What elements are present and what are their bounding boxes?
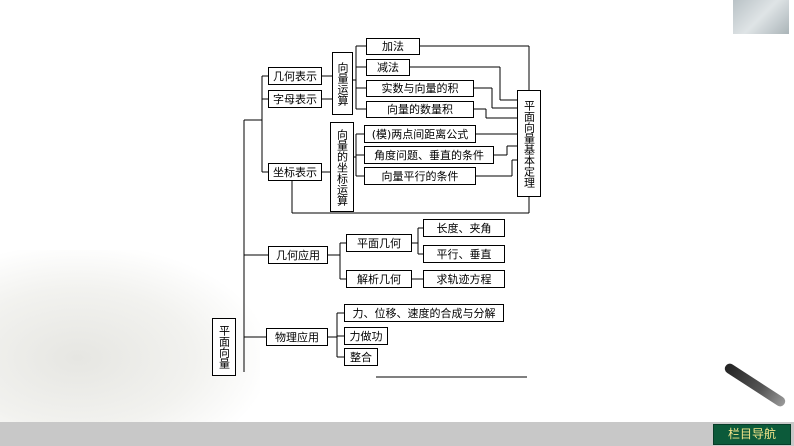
ag-item: 求轨迹方程 [423,270,505,288]
vector-ops-node: 向量运算 [332,52,353,115]
physics-item: 整合 [344,348,378,366]
footer-bar [0,422,794,446]
op-item: 向量的数量积 [366,101,474,118]
plane-geometry-node: 平面几何 [346,234,412,252]
letter-rep-node: 字母表示 [268,90,322,108]
pg-item: 长度、夹角 [423,219,505,237]
corner-thumbnail [733,0,789,34]
pg-item: 平行、垂直 [423,245,505,263]
physics-item: 力做功 [344,327,388,345]
theorem-node: 平面向量基本定理 [517,90,541,197]
geometry-app-node: 几何应用 [268,246,328,264]
coord-rep-node: 坐标表示 [268,163,322,181]
geometric-rep-node: 几何表示 [268,67,322,85]
op-item: 减法 [366,59,410,76]
analytic-geometry-node: 解析几何 [346,270,412,288]
section-nav-button[interactable]: 栏目导航 [713,424,791,445]
coord-item: 向量平行的条件 [364,167,476,185]
op-item: 实数与向量的积 [366,80,474,97]
op-item: 加法 [366,38,420,55]
physics-item: 力、位移、速度的合成与分解 [344,304,504,322]
coord-ops-node: 向量的坐标运算 [330,122,354,212]
coord-item: 角度问题、垂直的条件 [364,146,494,164]
root-node: 平面向量 [212,318,236,376]
physics-app-node: 物理应用 [266,328,328,346]
coord-item: (模)两点间距离公式 [364,125,476,143]
